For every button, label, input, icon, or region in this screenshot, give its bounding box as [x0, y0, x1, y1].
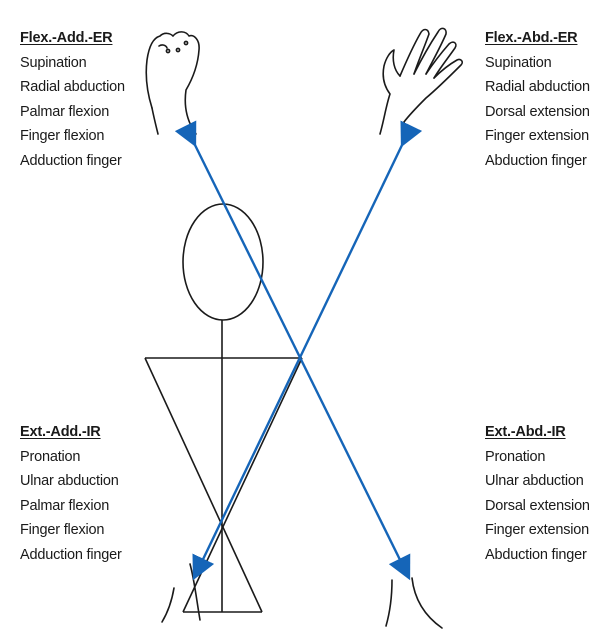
pattern-flex-abd-er: Flex.-Abd.-ER Supination Radial abductio…	[485, 26, 590, 173]
bottom-right-forearm-icon	[385, 577, 443, 629]
pattern-item: Palmar flexion	[20, 497, 110, 514]
pattern-item: Ulnar abduction	[485, 473, 584, 489]
closed-fist-hand-icon	[145, 31, 200, 135]
pattern-item: Palmar flexion	[20, 103, 110, 120]
pattern-title: Flex.-Add.-ER	[20, 30, 113, 46]
pattern-ext-abd-ir: Ext.-Abd.-IR Pronation Ulnar abduction D…	[485, 420, 590, 567]
pattern-item: Finger flexion	[20, 128, 105, 144]
pattern-item: Ulnar abduction	[20, 473, 119, 489]
pattern-item: Radial abduction	[485, 79, 590, 95]
pattern-ext-add-ir: Ext.-Add.-IR Pronation Ulnar abduction P…	[20, 420, 122, 567]
pattern-title: Ext.-Add.-IR	[20, 424, 101, 440]
pattern-title: Flex.-Abd.-ER	[485, 30, 578, 46]
pattern-item: Finger extension	[485, 522, 589, 538]
pattern-item: Finger extension	[485, 128, 589, 144]
open-hand-icon	[379, 27, 464, 141]
pattern-flex-add-er: Flex.-Add.-ER Supination Radial abductio…	[20, 26, 125, 173]
pattern-item: Dorsal extension	[485, 497, 590, 514]
pattern-item: Abduction finger	[485, 546, 587, 563]
pattern-item: Radial abduction	[20, 79, 125, 95]
diagonal-arrow-flex-abd-to-ext-add	[192, 120, 423, 581]
figure-head	[182, 203, 264, 321]
pattern-title: Ext.-Abd.-IR	[485, 424, 566, 440]
pattern-item: Adduction finger	[20, 152, 122, 169]
pattern-item: Adduction finger	[20, 546, 122, 563]
pattern-item: Finger flexion	[20, 522, 105, 538]
diagonal-arrows	[174, 120, 423, 581]
stick-figure	[144, 203, 303, 613]
pattern-item: Pronation	[20, 448, 81, 465]
figure-torso-right	[182, 357, 303, 613]
pattern-item: Abduction finger	[485, 152, 587, 169]
pattern-item: Pronation	[485, 448, 546, 465]
figure-torso-left	[144, 357, 263, 613]
pattern-item: Supination	[20, 54, 87, 71]
pattern-item: Supination	[485, 54, 552, 71]
pattern-item: Dorsal extension	[485, 103, 590, 120]
bottom-left-forearm-icon	[161, 563, 201, 623]
